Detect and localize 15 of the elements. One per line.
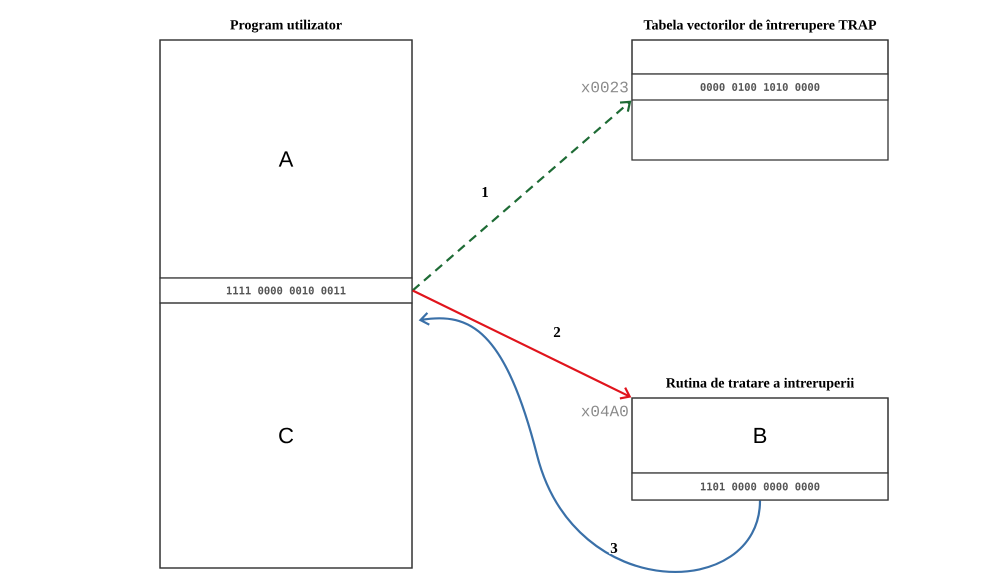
address-label: x0023 [582,82,628,92]
edge-label: 2 [552,326,562,338]
edge-label: 3 [609,542,619,554]
memory-section: C [159,302,413,569]
instruction-row: 1111 0000 0010 0011 [159,277,413,304]
address-label: x04A0 [582,406,628,416]
block-heading: Program utilizator [230,20,342,32]
instruction-row: 1101 0000 0000 0000 [631,472,889,501]
arrow [412,290,632,400]
arrow [412,100,632,292]
block-heading: Rutina de tratare a intreruperii [666,378,854,390]
edge-label: 1 [480,186,490,198]
arrow [418,312,762,572]
instruction-row: 0000 0100 1010 0000 [631,73,889,101]
block-heading: Tabela vectorilor de întrerupere TRAP [644,20,876,32]
